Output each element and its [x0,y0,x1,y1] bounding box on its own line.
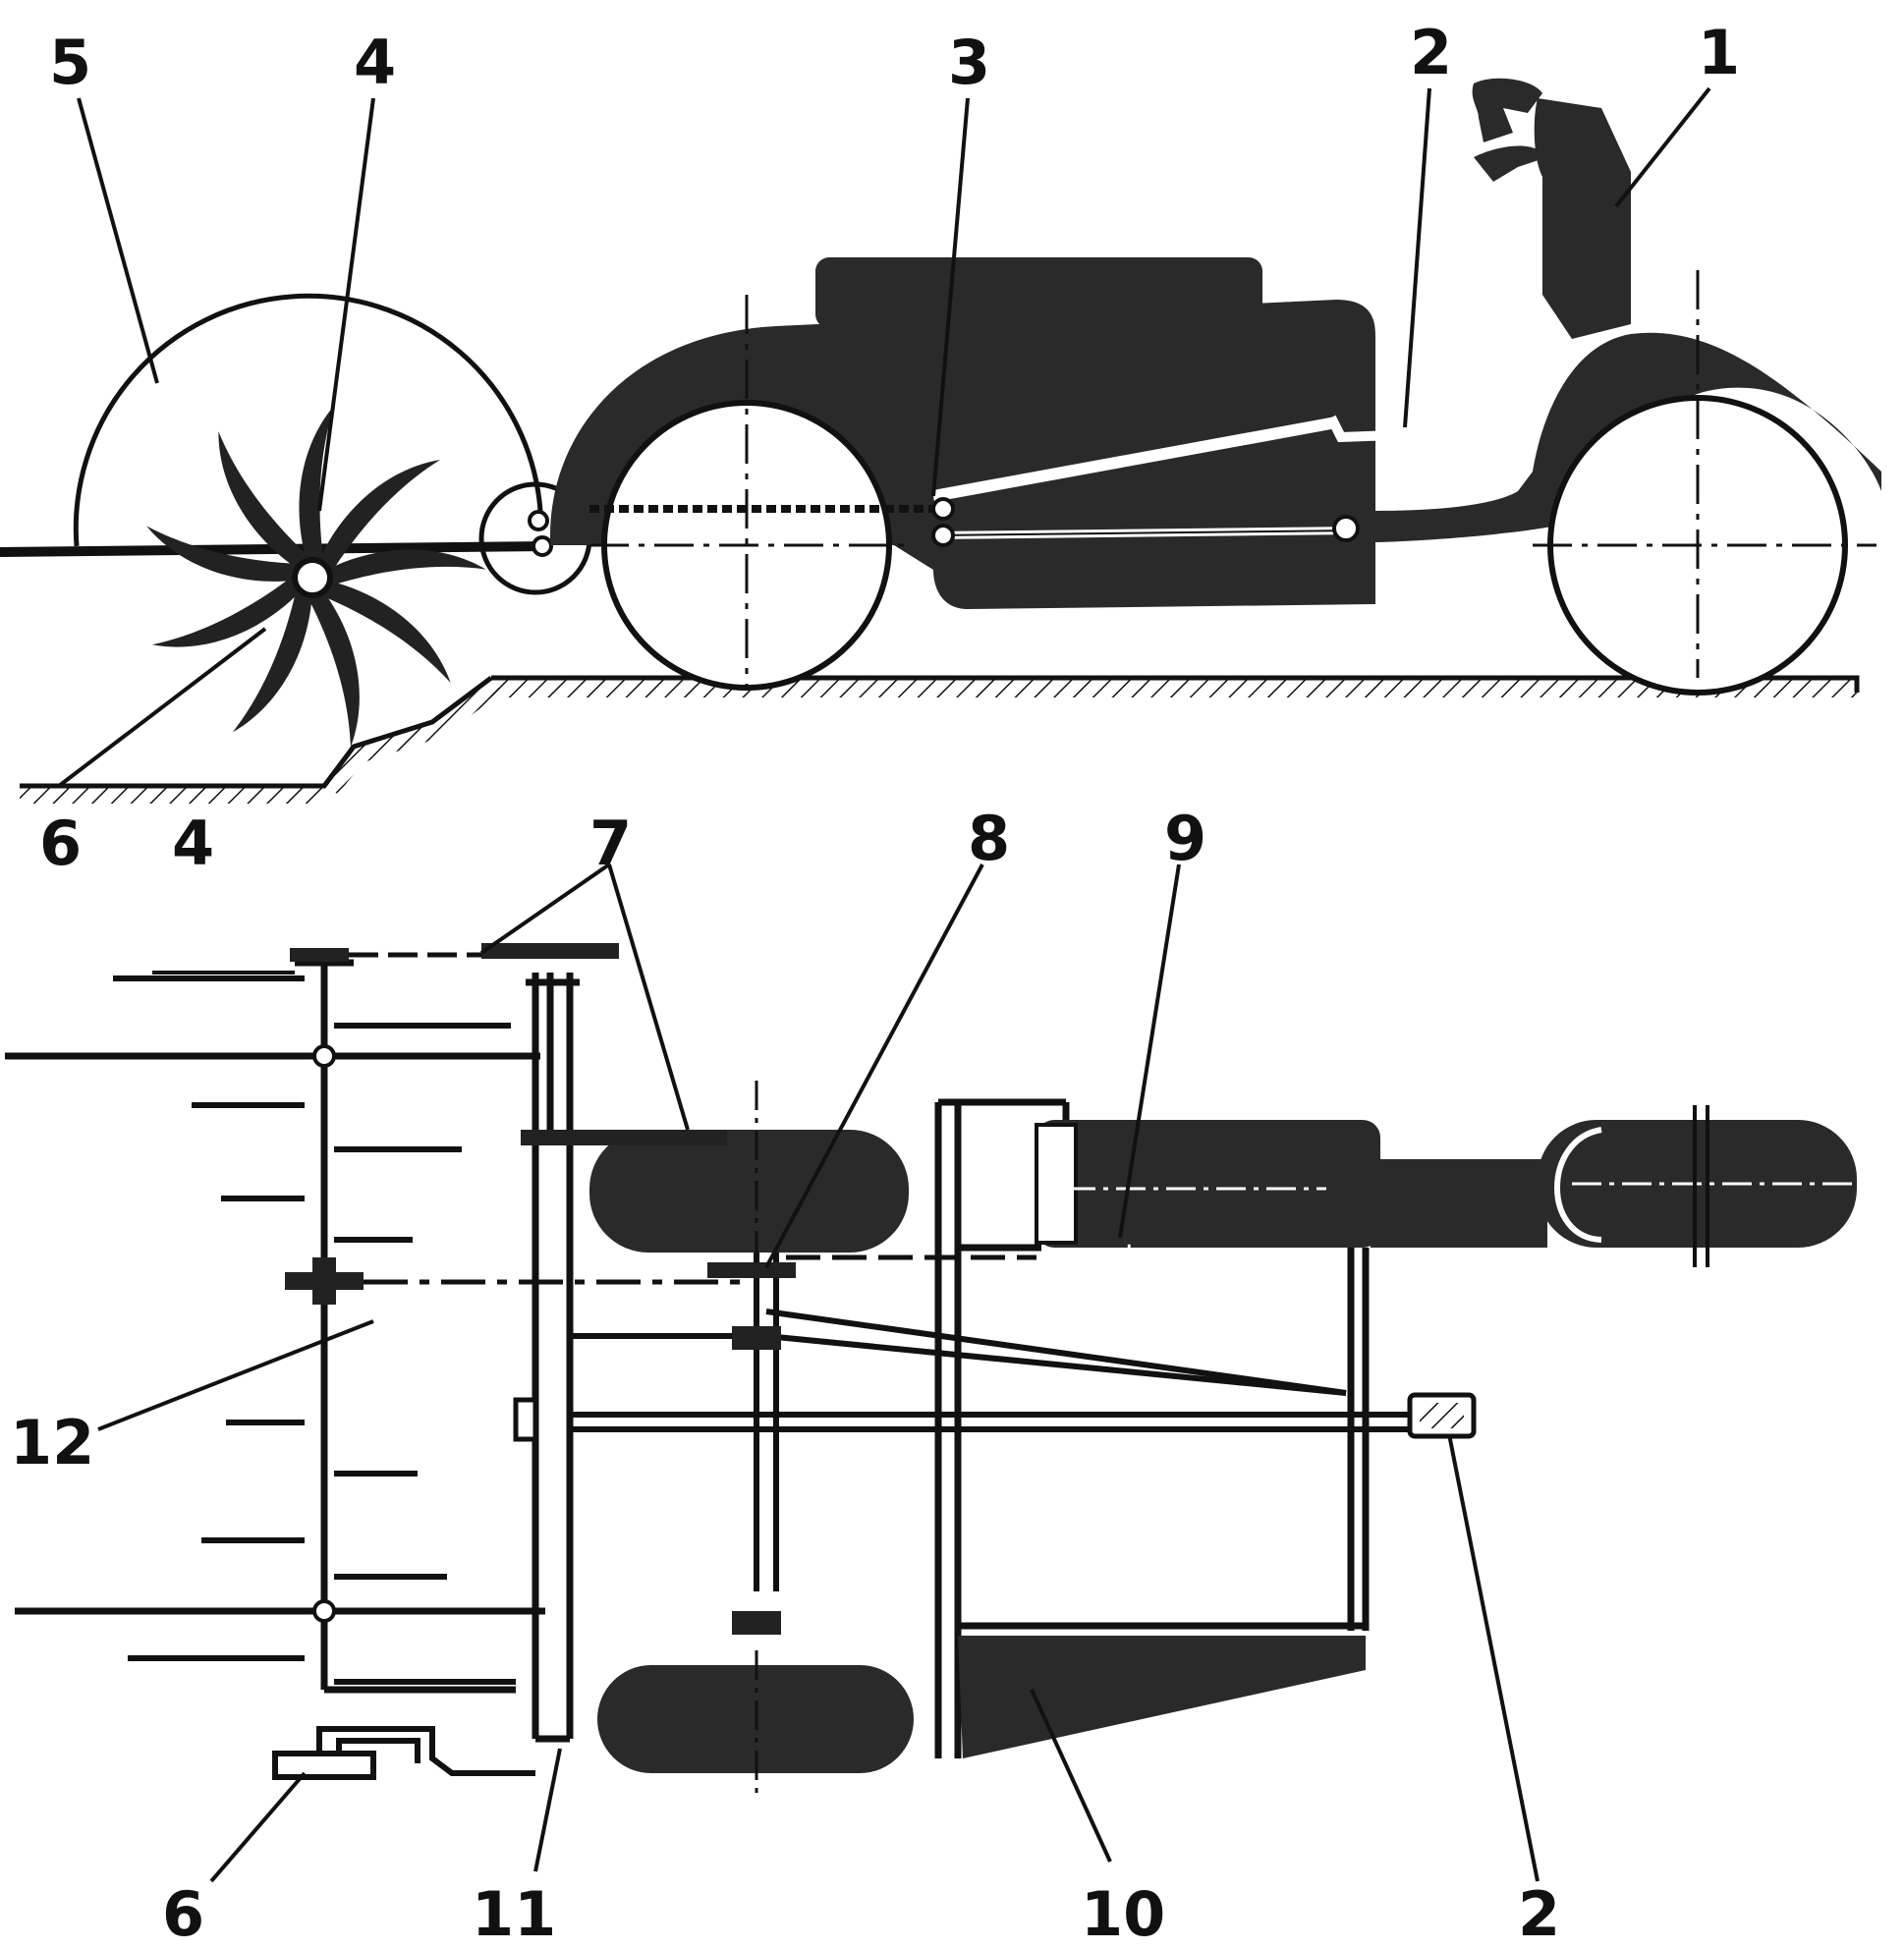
label-6: 6 [39,808,82,879]
label-9: 9 [1164,803,1206,874]
label-1: 1 [1698,17,1740,88]
label-4-plan: 4 [172,808,214,879]
drawbar-plan [5,1052,545,1615]
engine-tank [815,257,1262,328]
middle-wheel-plan-top [589,1130,909,1253]
plan-view: + [5,943,1872,1798]
control-rod [931,417,1338,502]
steering-column [1472,78,1631,339]
label-12: 12 [10,1407,94,1478]
rotor-frame [295,959,516,1694]
label-7: 7 [589,808,632,879]
svg-text:+: + [1115,1235,1144,1274]
engine-plan [1036,1120,1380,1248]
label-3: 3 [948,27,990,98]
label-2-plan: 2 [1518,1878,1560,1950]
carriage-frame [526,973,580,1743]
label-5: 5 [49,27,91,98]
tiller-rotor [146,405,486,748]
label-8: 8 [968,803,1010,874]
part-labels: 1 2 3 4 5 6 4 7 8 9 12 6 11 10 2 [10,17,1740,1950]
label-2: 2 [1410,17,1452,88]
label-11: 11 [472,1878,556,1950]
chassis-frame [934,1098,1370,1758]
leader-lines [57,86,1711,1883]
ground-surface [20,675,1860,804]
label-6-plan: 6 [162,1878,204,1950]
tray [958,1636,1366,1758]
rotor-tines [113,975,516,1685]
label-4: 4 [354,27,396,98]
label-10: 10 [1081,1878,1165,1950]
tiller-guard [73,293,543,547]
side-view [0,78,1881,804]
